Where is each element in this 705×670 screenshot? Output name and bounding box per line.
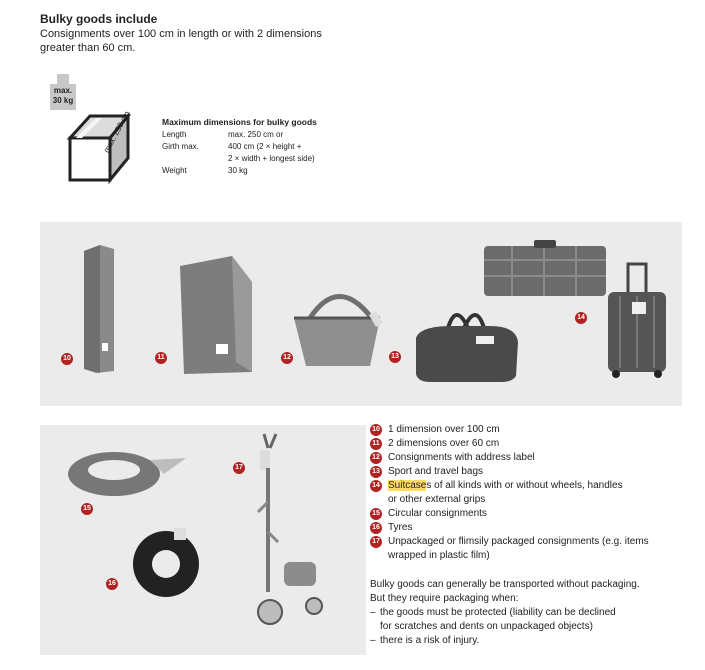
bullet-dash: – [370, 607, 376, 618]
legend-item: 12 Consignments with address label [370, 451, 690, 465]
legend-text-rest: s of all kinds with or without wheels, h… [426, 480, 623, 491]
section-heading: Bulky goods include [40, 12, 158, 26]
box-icon [66, 111, 132, 185]
legend-item: 13 Sport and travel bags [370, 465, 690, 479]
bullet-text-cont: for scratches and dents on unpackaged ob… [380, 621, 593, 632]
legend-text: Unpackaged or flimsily packaged consignm… [388, 536, 649, 547]
legend-item: 15 Circular consignments [370, 507, 690, 521]
notes-bullet: – there is a risk of injury. [370, 634, 690, 648]
basket-image [294, 294, 383, 366]
suitcase-flat-image [484, 240, 606, 296]
tall-box-image [84, 245, 114, 373]
dim-value-girth: 400 cm (2 × height + [228, 142, 302, 151]
square-box-image [180, 256, 252, 374]
legend-text: Suitcases of all kinds with or without w… [388, 479, 623, 493]
weight-icon-line1: max. [53, 86, 73, 95]
legend-badge: 14 [370, 480, 382, 492]
dim-label-weight: Weight [162, 166, 187, 175]
legend-text: Consignments with address label [388, 452, 535, 463]
bullet-text: there is a risk of injury. [380, 635, 480, 646]
legend-badge: 17 [370, 536, 382, 548]
badge-15: 15 [81, 503, 93, 515]
legend-item: 11 2 dimensions over 60 cm [370, 437, 690, 451]
weight-icon: max. 30 kg [50, 84, 76, 110]
notes-line2: But they require packaging when: [370, 593, 519, 604]
notes-line1: Bulky goods can generally be transported… [370, 579, 640, 590]
legend-badge: 16 [370, 522, 382, 534]
badge-14: 14 [575, 312, 587, 324]
badge-13: 13 [389, 351, 401, 363]
dim-value-weight: 30 kg [228, 166, 248, 175]
legend-text: Circular consignments [388, 508, 487, 519]
legend-badge: 10 [370, 424, 382, 436]
dim-label-girth: Girth max. [162, 142, 199, 151]
legend-text: 1 dimension over 100 cm [388, 424, 500, 435]
badge-10: 10 [61, 353, 73, 365]
legend-badge: 12 [370, 452, 382, 464]
legend-badge: 15 [370, 508, 382, 520]
legend-text-cont: or other external grips [388, 494, 486, 505]
circular-consignment-image [68, 452, 186, 496]
badge-17: 17 [233, 462, 245, 474]
bullet-dash: – [370, 635, 376, 646]
tyre-image [133, 528, 199, 597]
bullet-text: the goods must be protected (liability c… [380, 607, 616, 618]
items-legend: 10 1 dimension over 100 cm 11 2 dimensio… [370, 423, 690, 563]
weight-handle-icon [57, 74, 69, 84]
legend-item: 16 Tyres [370, 521, 690, 535]
highlighted-text: Suitcase [388, 480, 427, 491]
badge-11: 11 [155, 352, 167, 364]
legend-item: 10 1 dimension over 100 cm [370, 423, 690, 437]
dimensions-title: Maximum dimensions for bulky goods [162, 117, 317, 127]
suitcase-trolley-image [608, 262, 666, 378]
packaging-notes: Bulky goods can generally be transported… [370, 578, 690, 648]
legend-text: Tyres [388, 522, 413, 533]
dim-value-girth-cont: 2 × width + longest side) [228, 154, 315, 163]
notes-bullet: – the goods must be protected (liability… [370, 606, 690, 620]
badge-16: 16 [106, 578, 118, 590]
dim-label-length: Length [162, 130, 187, 139]
legend-text: Sport and travel bags [388, 466, 484, 477]
legend-badge: 13 [370, 466, 382, 478]
dim-value-length: max. 250 cm or [228, 130, 284, 139]
legend-badge: 11 [370, 438, 382, 450]
badge-12: 12 [281, 352, 293, 364]
weight-icon-line2: 30 kg [52, 96, 74, 105]
tricycle-image [256, 433, 323, 625]
legend-item: 17 Unpackaged or flimsily packaged consi… [370, 535, 690, 549]
intro-text: Consignments over 100 cm in length or wi… [40, 28, 322, 54]
legend-item: 14 Suitcases of all kinds with or withou… [370, 479, 690, 493]
legend-text-cont: wrapped in plastic film) [388, 550, 490, 561]
legend-text: 2 dimensions over 60 cm [388, 438, 500, 449]
travel-bag-image [416, 313, 518, 382]
